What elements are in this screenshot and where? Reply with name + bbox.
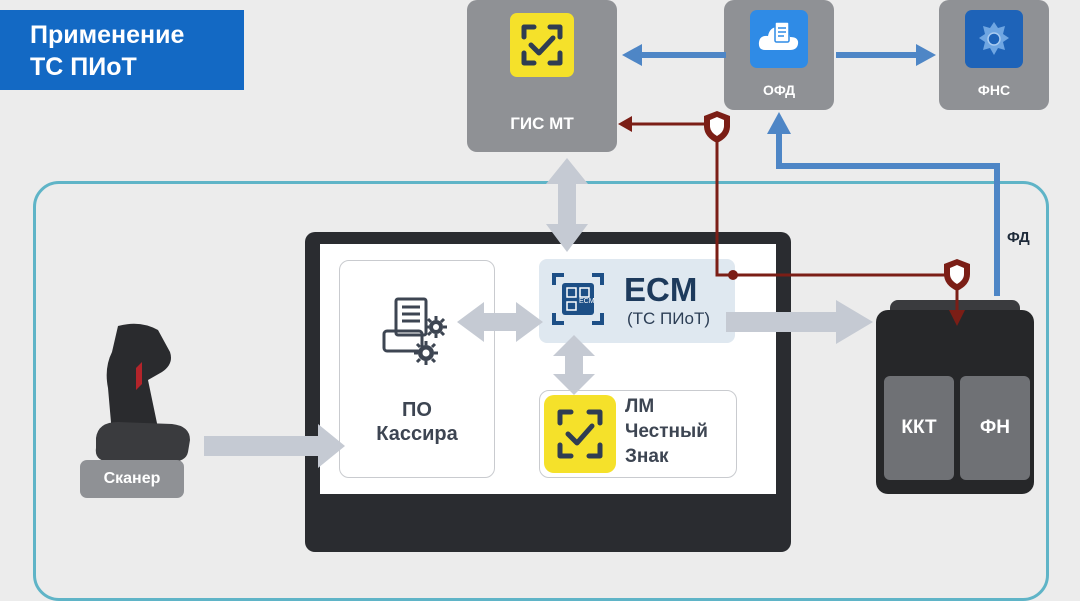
kkt-label: ККТ — [901, 417, 937, 438]
register-gears-icon — [382, 297, 447, 365]
blue-line-fd — [776, 134, 1000, 296]
connectors-layer — [204, 44, 1000, 468]
ecm-node: ECM ECM (ТС ПИоТ) — [539, 259, 735, 343]
scanner-label: Сканер — [80, 460, 184, 498]
gray-arrow-scanner-po — [204, 424, 345, 468]
lm-node: ЛМ Честный Знак — [539, 390, 737, 478]
title-line-2: ТС ПИоТ — [30, 53, 137, 81]
shield-icon — [704, 111, 730, 143]
gray-arrow-ecm-lm — [553, 335, 595, 395]
gis-mt-node: ГИС МТ — [467, 0, 617, 152]
fns-node: ФНС — [939, 0, 1049, 110]
ofd-icon-tile — [750, 10, 808, 68]
check-frame-icon — [521, 24, 563, 66]
ecm-chip-label: ECM — [579, 298, 595, 305]
gray-arrow-gis-ecm — [546, 158, 588, 252]
secure-line-ecm-gis — [630, 122, 733, 277]
barcode-scanner-icon — [95, 323, 190, 462]
po-kassira-label-line-1: ПО — [402, 399, 432, 421]
fn-label: ФН — [980, 417, 1010, 438]
fd-edge-label: ФД — [1007, 229, 1030, 246]
emblem-icon — [979, 22, 1009, 55]
check-frame-icon — [557, 409, 603, 459]
secure-arrowhead-gis — [618, 116, 632, 132]
fns-icon-tile — [965, 10, 1023, 68]
gis-mt-icon-tile — [510, 13, 574, 77]
po-kassira-node: ПО Кассира — [339, 260, 495, 478]
fn-panel: ФН — [960, 376, 1030, 480]
lm-icon-tile — [544, 395, 616, 473]
gis-mt-label: ГИС МТ — [510, 114, 574, 133]
title-line-1: Применение — [30, 21, 185, 49]
page-title: Применение ТС ПИоТ — [0, 10, 244, 90]
ofd-node: ОФД — [724, 0, 834, 110]
ecm-label: ECM — [624, 271, 698, 308]
blue-arrowhead-ofd — [767, 112, 791, 134]
gray-arrow-ecm-kkt — [726, 300, 873, 344]
ecm-sublabel: (ТС ПИоТ) — [627, 309, 710, 328]
blue-arrow-ofd-fns — [836, 44, 936, 66]
ofd-label: ОФД — [762, 82, 796, 98]
secure-junction-dot — [728, 270, 738, 280]
blue-arrow-ofd-gis — [622, 44, 726, 66]
lm-label-line-2: Честный — [625, 421, 708, 442]
gray-arrow-po-ecm — [457, 302, 543, 342]
cloud-document-icon — [758, 21, 799, 50]
kkt-panel: ККТ — [884, 376, 954, 480]
secure-arrowhead-kkt — [949, 310, 965, 326]
lm-label-line-1: ЛМ — [625, 396, 655, 417]
lm-label-line-3: Знак — [625, 446, 669, 467]
chip-scan-icon: ECM — [552, 273, 604, 325]
fns-label: ФНС — [977, 82, 1011, 98]
po-kassira-label-line-2: Кассира — [376, 423, 458, 445]
shield-icon — [944, 259, 970, 291]
